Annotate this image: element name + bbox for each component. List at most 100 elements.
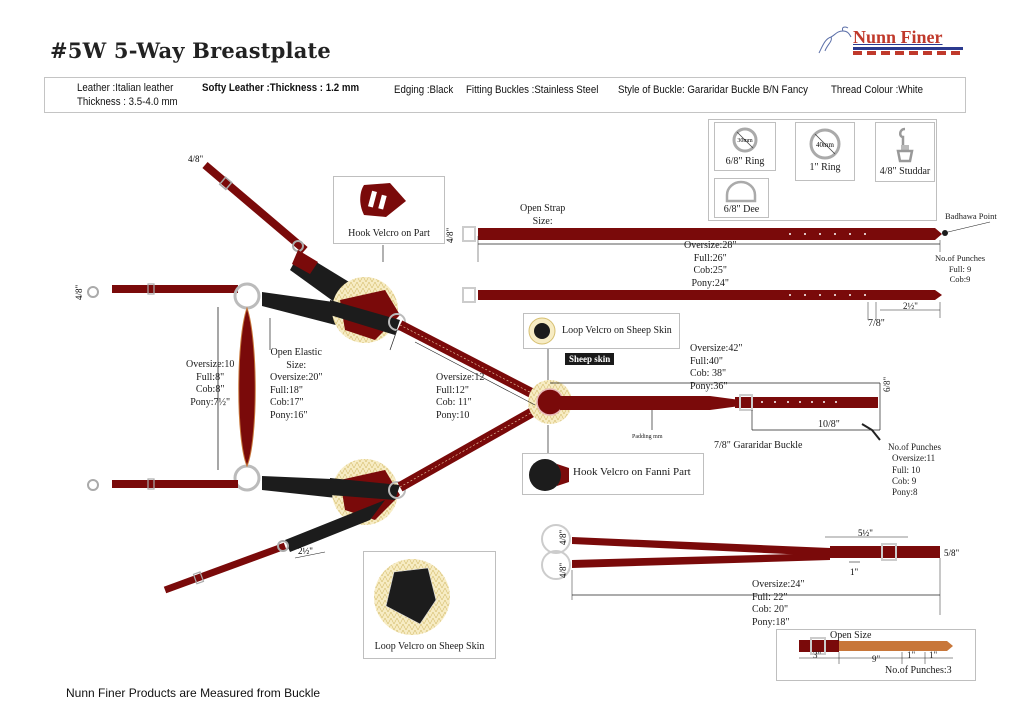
- shield-icon: [360, 183, 406, 217]
- open-strap-short: [462, 287, 942, 320]
- top-left-ring: [233, 282, 261, 310]
- size-cob: Cob:17": [270, 397, 304, 408]
- size-oversize: Oversize:20": [270, 372, 323, 383]
- ring-icon: 30mm: [732, 127, 758, 153]
- center-boss: [536, 388, 564, 416]
- callout-hook-velcro-fanni: Hook Velcro on Fanni Part: [522, 453, 704, 495]
- size-full: Full:12": [436, 384, 469, 396]
- size-pony: Pony:18": [752, 616, 790, 628]
- fanni-part-icon: [529, 459, 569, 491]
- brand-underline: [853, 47, 963, 50]
- open-size-a: 3": [813, 650, 822, 660]
- open-strap-tip-length: 2½": [903, 301, 918, 311]
- spec-fitting-buckles: Fitting Buckles :Stainless Steel: [466, 84, 599, 96]
- hardware-studdar: 4/8" Studdar: [875, 122, 935, 182]
- open-strap-sizes: Oversize:28" Full:26" Cob:25" Pony:24": [684, 240, 736, 290]
- pointer-hand-icon: [861, 423, 881, 441]
- size-pony: Pony:36": [690, 380, 728, 392]
- callout-label: Loop Velcro on Sheep Skin: [374, 641, 485, 652]
- lower-shield-ring: [388, 481, 406, 499]
- size-cob: Cob: 11": [436, 397, 472, 408]
- open-strap-width: 4/8": [445, 227, 455, 243]
- callout-loop-velcro-sheep-bottom: Loop Velcro on Sheep Skin: [363, 551, 496, 659]
- spec-box: Leather :Italian leather Thickness : 3.5…: [44, 77, 966, 113]
- spec-edging: Edging :Black: [394, 84, 454, 96]
- open-elastic-title-1: Open Elastic: [270, 347, 322, 358]
- fleece-disc-icon: [528, 317, 556, 345]
- fork-ring-width-2: 4/8": [558, 562, 568, 578]
- neck-strap-top: [202, 161, 308, 254]
- ring-size: 30mm: [737, 138, 753, 144]
- girth-buckle: [739, 394, 753, 411]
- spec-thread-colour: Thread Colour :White: [831, 84, 924, 96]
- size-cob: Cob:25": [693, 265, 727, 276]
- size-cob: Cob: 20": [752, 604, 789, 615]
- size-oversize: Oversize:24": [752, 579, 805, 590]
- girth-strap-punches: No.of Punches Oversize:11 Full: 10 Cob: …: [888, 442, 941, 498]
- callout-label: Hook Velcro on Part: [348, 228, 430, 239]
- bottom-tug: [163, 500, 385, 594]
- left-strap-upper: [87, 283, 238, 298]
- fork-end-width: 5/8": [944, 548, 960, 558]
- size-oversize: Oversize:42": [690, 343, 743, 354]
- lower-shield-strap: [330, 478, 400, 500]
- badhawa-point-label: Badhawa Point: [945, 211, 997, 221]
- size-full: Full:8": [196, 371, 225, 383]
- open-elastic-title-2: Size:: [286, 359, 307, 371]
- size-pony: Pony:24": [691, 277, 729, 289]
- spec-style-of-buckle: Style of Buckle: Gararidar Buckle B/N Fa…: [618, 84, 808, 96]
- neck-strap-top-width: 4/8": [188, 154, 204, 164]
- open-strap-title: Open Strap Size:: [520, 203, 565, 228]
- hardware-ring-6-8: 30mm 6/8" Ring: [714, 122, 776, 171]
- hardware-label: 4/8" Studdar: [879, 166, 931, 177]
- punches-title: No.of Punches: [888, 442, 941, 452]
- callout-loop-velcro-sheep: Loop Velcro on Sheep Skin: [523, 313, 680, 349]
- brand-stripe: [853, 51, 963, 55]
- size-oversize: Oversize:12: [436, 372, 485, 383]
- fork-strap-sizes: Oversize:24" Full: 22" Cob: 20" Pony:18": [752, 579, 804, 629]
- punches-title: No.of Punches: [935, 253, 986, 263]
- hardware-label: 6/8" Ring: [725, 156, 765, 167]
- hardware-ring-1: 40mm 1" Ring: [795, 122, 855, 181]
- size-oversize: Oversize:10: [186, 359, 235, 370]
- upper-arm-padding: [262, 292, 355, 330]
- open-strap-punches: No.of Punches Full: 9 Cob:9: [935, 253, 985, 285]
- snap-hook-icon: [896, 127, 914, 163]
- callout-label: Hook Velcro on Fanni Part: [573, 466, 691, 478]
- spec-leather: Leather :Italian leather: [77, 82, 174, 94]
- punches-full: Full: 10: [892, 464, 921, 475]
- open-strap-title-2: Size:: [532, 215, 553, 227]
- hardware-dee: 6/8" Dee: [714, 178, 769, 218]
- fleece-shield-icon: [374, 559, 450, 635]
- bottom-left-ring: [233, 464, 261, 492]
- left-strap-width: 4/8": [74, 284, 84, 300]
- footer-note: Nunn Finer Products are Measured from Bu…: [66, 686, 321, 700]
- size-full: Full:26": [693, 252, 727, 264]
- center-elastic-sizes: Oversize:10 Full:8" Cob:8" Pony:7½": [186, 359, 234, 409]
- girth-strap-width: 6/8": [882, 376, 892, 392]
- brand-logo: Nunn Finer: [815, 25, 965, 57]
- open-size-c: 1": [907, 650, 916, 660]
- spec-thickness: Thickness : 3.5-4.0 mm: [77, 96, 178, 108]
- callout-hook-velcro-part: Hook Velcro on Part: [333, 176, 445, 244]
- girth-strap-end: [735, 397, 878, 408]
- yoke-arm-sizes: Oversize:12 Full:12" Cob: 11" Pony:10: [436, 372, 484, 422]
- size-full: Full: 22": [752, 591, 788, 603]
- open-elastic-sizes: Open Elastic Size: Oversize:20" Full:18"…: [270, 347, 322, 422]
- punches-oversize: Oversize:11: [892, 453, 936, 464]
- center-elastic: [238, 306, 256, 468]
- padding-label: Padding mm: [632, 434, 663, 440]
- punches-full: Full: 9: [948, 263, 972, 274]
- girth-strap-sizes: Oversize:42" Full:40" Cob: 38" Pony:36": [690, 343, 742, 393]
- sheep-skin-tag: Sheep skin: [565, 353, 615, 365]
- size-pony: Pony:10: [436, 409, 470, 421]
- open-strap-hole-spacing: 7/8": [868, 318, 885, 329]
- buckle-label: 7/8" Gararidar Buckle: [714, 440, 803, 451]
- fork-keeper: 1": [850, 567, 859, 577]
- punches-cob: Cob: 9: [892, 475, 917, 486]
- open-strap-title-1: Open Strap: [520, 203, 566, 214]
- fork-strap: [541, 524, 941, 615]
- open-size-d: 1": [929, 650, 938, 660]
- open-strap-long: [462, 221, 991, 262]
- open-size-punches: No.of Punches:3: [885, 665, 952, 676]
